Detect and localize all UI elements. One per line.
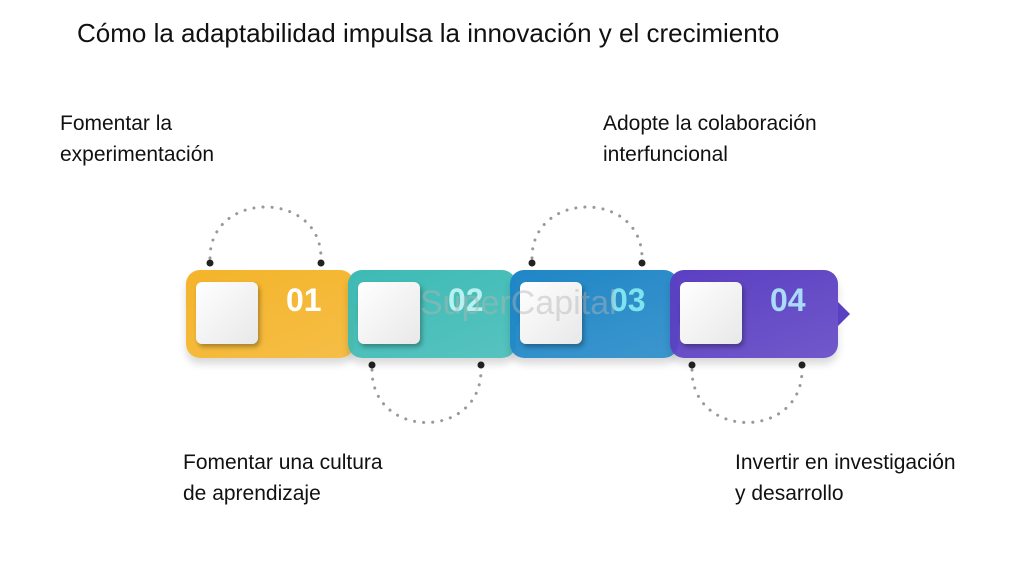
step-1-block: 01 (186, 270, 366, 358)
step-number: 04 (770, 282, 806, 318)
icon-placeholder (196, 282, 258, 344)
icon-placeholder (520, 282, 582, 344)
arc-step-2 (370, 368, 483, 424)
step-2-block: 02 (348, 270, 528, 358)
icon-placeholder (680, 282, 742, 344)
step-4-block: 04 (670, 270, 850, 358)
dot (638, 259, 646, 267)
dot (368, 361, 376, 369)
dot (477, 361, 485, 369)
dot (688, 361, 696, 369)
step-number: 03 (610, 282, 646, 318)
dot (317, 259, 325, 267)
step-number: 01 (286, 282, 322, 318)
dot (206, 259, 214, 267)
dot (528, 259, 536, 267)
watermark: SuperCapital (420, 284, 617, 322)
page-title: Cómo la adaptabilidad impulsa la innovac… (77, 18, 780, 48)
step-number: 02 (448, 282, 484, 318)
icon-placeholder (358, 282, 420, 344)
arc-step-1 (208, 205, 323, 260)
arc-step-4 (690, 368, 804, 424)
arc-step-3 (530, 205, 644, 260)
dot (798, 361, 806, 369)
step-3-block: 03 (510, 270, 690, 358)
